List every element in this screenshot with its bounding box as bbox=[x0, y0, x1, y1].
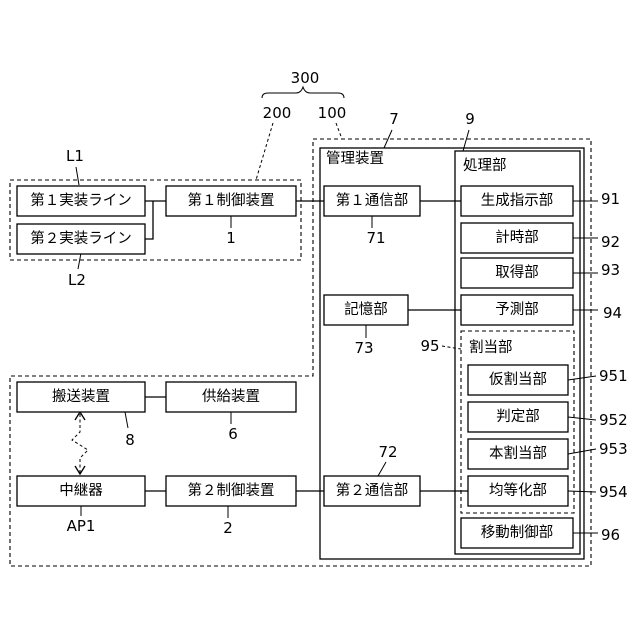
ref-1: 1 bbox=[226, 229, 236, 247]
ref-AP1: AP1 bbox=[67, 517, 96, 535]
svg-text:予測部: 予測部 bbox=[495, 301, 539, 318]
block-gen: 生成指示部 bbox=[461, 186, 573, 216]
svg-text:第２制御装置: 第２制御装置 bbox=[188, 481, 275, 499]
svg-text:計時部: 計時部 bbox=[495, 229, 539, 246]
management-device-title: 管理装置 bbox=[326, 150, 384, 167]
block-timer: 計時部 bbox=[461, 223, 573, 253]
ref-8: 8 bbox=[125, 431, 135, 449]
ref-73: 73 bbox=[354, 339, 373, 357]
block-comm1: 第１通信部 bbox=[324, 186, 420, 216]
ref-300: 300 bbox=[291, 69, 320, 87]
block-main-alloc: 本割当部 bbox=[468, 439, 568, 469]
leader-8 bbox=[125, 412, 128, 428]
ref-91: 91 bbox=[601, 190, 620, 208]
ref-200: 200 bbox=[263, 104, 292, 122]
block-predict: 予測部 bbox=[461, 295, 573, 325]
block-control1: 第１制御装置 bbox=[166, 186, 296, 216]
svg-text:均等化部: 均等化部 bbox=[489, 481, 547, 499]
leader-L1 bbox=[76, 167, 79, 185]
block-equalize: 均等化部 bbox=[468, 476, 568, 506]
leader-72 bbox=[378, 462, 386, 476]
ref-953: 953 bbox=[599, 440, 628, 458]
svg-text:取得部: 取得部 bbox=[495, 264, 539, 281]
ref-951: 951 bbox=[599, 367, 628, 385]
ref-7: 7 bbox=[389, 110, 399, 128]
leader-100 bbox=[336, 123, 342, 139]
svg-text:本割当部: 本割当部 bbox=[489, 445, 547, 462]
svg-text:中継器: 中継器 bbox=[59, 482, 103, 499]
leader-952 bbox=[568, 417, 596, 420]
svg-text:第１実装ライン: 第１実装ライン bbox=[30, 191, 132, 209]
processing-unit-title: 処理部 bbox=[463, 157, 507, 174]
ref-L1: L1 bbox=[66, 147, 84, 165]
leader-95 bbox=[442, 346, 461, 349]
block-line1: 第１実装ライン bbox=[17, 186, 145, 216]
wireless-link bbox=[72, 414, 88, 474]
ref-9: 9 bbox=[465, 110, 475, 128]
block-judge: 判定部 bbox=[468, 402, 568, 432]
wire-line2-control1 bbox=[145, 201, 153, 239]
block-comm2: 第２通信部 bbox=[324, 476, 420, 506]
leader-953 bbox=[568, 449, 596, 454]
ref-2: 2 bbox=[223, 519, 233, 537]
svg-text:第１通信部: 第１通信部 bbox=[336, 191, 409, 209]
ref-6: 6 bbox=[228, 425, 238, 443]
block-control2: 第２制御装置 bbox=[166, 476, 296, 506]
ref-100: 100 bbox=[318, 104, 347, 122]
block-line2: 第２実装ライン bbox=[17, 224, 145, 254]
block-storage: 記憶部 bbox=[324, 295, 408, 325]
ref-93: 93 bbox=[601, 261, 620, 279]
ref-94: 94 bbox=[603, 304, 622, 322]
svg-text:判定部: 判定部 bbox=[496, 408, 540, 425]
leader-954 bbox=[568, 491, 596, 492]
ref-92: 92 bbox=[601, 233, 620, 251]
allocation-unit-title: 割当部 bbox=[469, 339, 513, 356]
ref-96: 96 bbox=[601, 526, 620, 544]
block-move-ctrl: 移動制御部 bbox=[461, 518, 573, 548]
svg-text:第２実装ライン: 第２実装ライン bbox=[30, 229, 132, 247]
leader-951 bbox=[568, 376, 596, 380]
svg-text:記憶部: 記憶部 bbox=[344, 301, 388, 318]
svg-text:搬送装置: 搬送装置 bbox=[52, 388, 110, 405]
leader-L2 bbox=[78, 253, 81, 269]
svg-text:第２通信部: 第２通信部 bbox=[336, 481, 409, 499]
block-transport: 搬送装置 bbox=[17, 382, 145, 412]
ref-95: 95 bbox=[420, 337, 439, 355]
block-temp-alloc: 仮割当部 bbox=[468, 365, 568, 395]
block-supply: 供給装置 bbox=[166, 382, 296, 412]
svg-text:生成指示部: 生成指示部 bbox=[481, 192, 554, 209]
svg-text:仮割当部: 仮割当部 bbox=[489, 371, 547, 388]
block-acquire: 取得部 bbox=[461, 258, 573, 288]
block-relay: 中継器 bbox=[17, 476, 145, 506]
ref-L2: L2 bbox=[68, 271, 86, 289]
ref-952: 952 bbox=[599, 411, 628, 429]
svg-text:移動制御部: 移動制御部 bbox=[481, 524, 554, 541]
ref-71: 71 bbox=[366, 229, 385, 247]
svg-text:供給装置: 供給装置 bbox=[202, 388, 260, 405]
ref-954: 954 bbox=[599, 483, 628, 501]
ref-72: 72 bbox=[378, 443, 397, 461]
leader-200 bbox=[256, 123, 273, 180]
svg-text:第１制御装置: 第１制御装置 bbox=[188, 191, 275, 209]
brace-300 bbox=[262, 87, 344, 98]
